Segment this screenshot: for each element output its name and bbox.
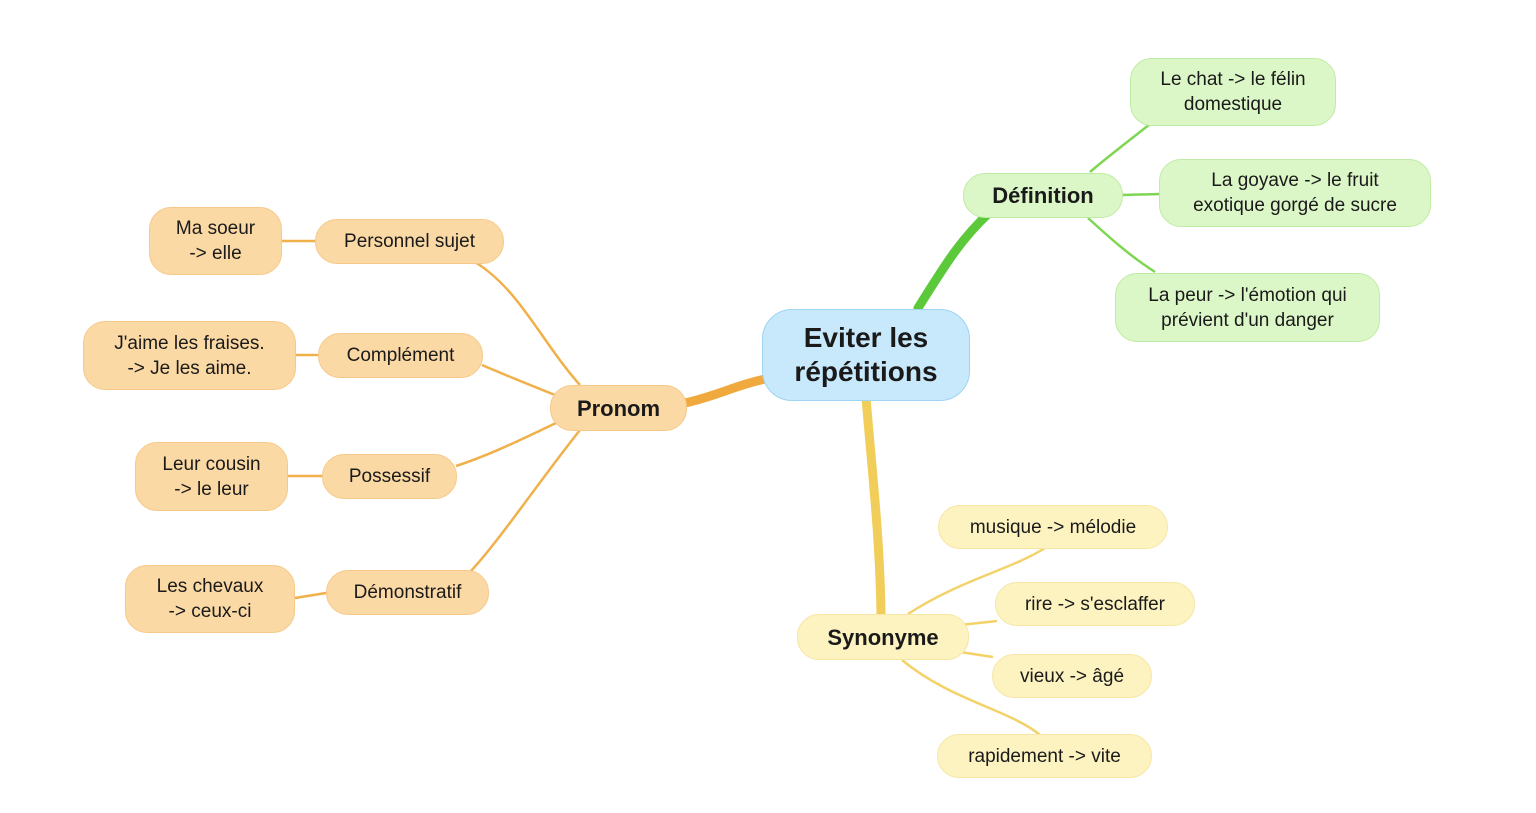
- link-pronom-3: [455, 421, 557, 468]
- synonyme-child-1[interactable]: musique -> mélodie: [938, 505, 1168, 549]
- link-pronom-2: [481, 363, 556, 397]
- synonyme-child-3-label: vieux -> âgé: [1019, 665, 1125, 687]
- pronom-node[interactable]: Pronom: [550, 385, 687, 431]
- definition-label: Définition: [992, 183, 1094, 208]
- synonyme-child-4[interactable]: rapidement -> vite: [937, 734, 1152, 778]
- link-pronom-1: [474, 260, 581, 386]
- link-pronom-4: [469, 429, 581, 573]
- definition-child-2-line2: exotique gorgé de sucre: [1193, 195, 1397, 216]
- definition-child-3-line1: La peur -> l'émotion qui: [1148, 284, 1347, 306]
- definition-child-1-line1: Le chat -> le félin: [1160, 69, 1306, 90]
- link-synonyme-4: [901, 659, 1041, 736]
- link-root-synonyme: [861, 393, 886, 619]
- synonyme-child-2[interactable]: rire -> s'esclaffer: [995, 582, 1195, 626]
- pronom-child-1-label: Personnel sujet: [344, 231, 475, 252]
- link-definition-1: [1089, 123, 1151, 173]
- pronom-child-3-label: Possessif: [348, 466, 431, 487]
- pronom-child-possessif[interactable]: Possessif: [322, 454, 457, 499]
- example-complement[interactable]: J'aime les fraises. -> Je les aime.: [83, 321, 296, 390]
- definition-node[interactable]: Définition: [963, 173, 1123, 218]
- definition-child-1[interactable]: Le chat -> le félin domestique: [1130, 58, 1336, 126]
- example-4-line1: Les chevaux: [156, 576, 264, 597]
- example-1-line2: -> elle: [189, 243, 242, 264]
- example-demonstratif[interactable]: Les chevaux -> ceux-ci: [125, 565, 295, 633]
- root-node[interactable]: Eviter les répétitions: [762, 309, 970, 401]
- synonyme-child-3[interactable]: vieux -> âgé: [992, 654, 1152, 698]
- example-possessif[interactable]: Leur cousin -> le leur: [135, 442, 288, 511]
- pronom-label: Pronom: [576, 395, 661, 421]
- synonyme-label: Synonyme: [827, 624, 939, 650]
- link-synonyme-1: [907, 546, 1046, 616]
- definition-child-2[interactable]: La goyave -> le fruit exotique gorgé de …: [1159, 159, 1431, 227]
- link-synonyme-3: [959, 650, 994, 659]
- pronom-child-demonstratif[interactable]: Démonstratif: [326, 570, 489, 615]
- synonyme-child-1-label: musique -> mélodie: [969, 516, 1137, 538]
- example-3-line2: -> le leur: [174, 478, 249, 500]
- link-definition-3: [1087, 217, 1156, 274]
- example-2-line2: -> Je les aime.: [127, 357, 252, 379]
- synonyme-child-4-label: rapidement -> vite: [968, 745, 1121, 767]
- example-4-line2: -> ceux-ci: [168, 601, 252, 622]
- synonyme-node[interactable]: Synonyme: [797, 614, 969, 660]
- example-1-line1: Ma soeur: [175, 218, 256, 239]
- pronom-child-2-label: Complément: [346, 345, 455, 366]
- pronom-child-4-label: Démonstratif: [353, 582, 462, 603]
- link-root-pronom: [680, 373, 775, 408]
- root-line1: Eviter les: [803, 322, 929, 353]
- definition-child-1-line2: domestique: [1183, 94, 1283, 115]
- synonyme-child-2-label: rire -> s'esclaffer: [1024, 593, 1165, 615]
- example-2-line1: J'aime les fraises.: [114, 332, 265, 354]
- example-personnel-sujet[interactable]: Ma soeur -> elle: [149, 207, 282, 275]
- link-definition-2: [1121, 192, 1161, 197]
- link-root-definition: [913, 207, 995, 313]
- definition-child-3-line2: prévient d'un danger: [1161, 309, 1334, 331]
- pronom-child-personnel-sujet[interactable]: Personnel sujet: [315, 219, 504, 264]
- definition-child-2-line1: La goyave -> le fruit: [1211, 170, 1379, 191]
- root-line2: répétitions: [794, 356, 938, 387]
- link-example-4: [294, 591, 327, 600]
- pronom-child-complement[interactable]: Complément: [318, 333, 483, 378]
- example-3-line1: Leur cousin: [162, 453, 261, 475]
- definition-child-3[interactable]: La peur -> l'émotion qui prévient d'un d…: [1115, 273, 1380, 342]
